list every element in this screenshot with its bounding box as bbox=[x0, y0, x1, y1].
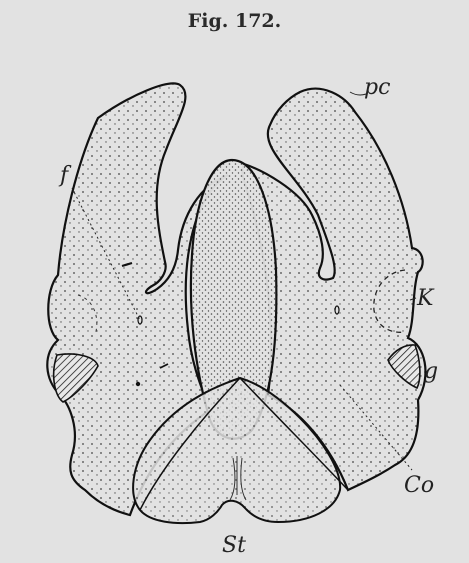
label-co: Co bbox=[404, 473, 434, 498]
label-st: St bbox=[222, 533, 246, 558]
mark-left-2 bbox=[136, 382, 140, 386]
label-f: f bbox=[58, 163, 72, 188]
label-g: g bbox=[424, 359, 438, 384]
label-pc: pc bbox=[364, 75, 390, 100]
label-k: K bbox=[416, 286, 435, 311]
